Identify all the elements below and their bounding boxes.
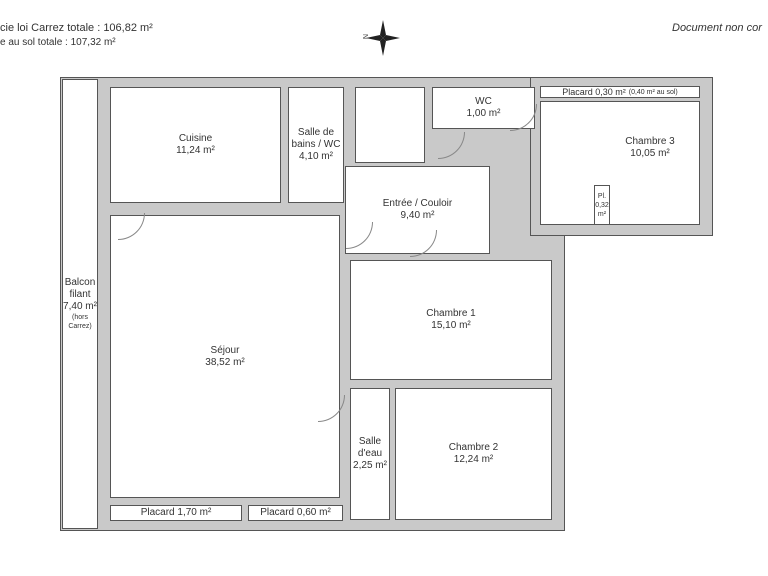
room-area: 4,10 m² <box>299 151 333 162</box>
room-name: Salle d'eau <box>357 436 383 459</box>
room-name: Placard 1,70 m² <box>140 507 212 518</box>
room-note: (0,40 m² au sol) <box>628 88 678 96</box>
room-placard-3: Placard 0,30 m²(0,40 m² au sol) <box>540 86 700 98</box>
room-name: Entrée / Couloir <box>382 198 453 209</box>
room-name: Séjour <box>210 344 240 356</box>
room-area: 7,40 m² <box>63 301 97 312</box>
room-note: (hors Carrez) <box>68 314 92 330</box>
room-area: 11,24 m² <box>176 145 215 156</box>
room-area: 15,10 m² <box>431 320 471 331</box>
room-area: 10,05 m² <box>630 148 670 159</box>
room-placard-pl: Pl.0,32 m² <box>594 185 610 225</box>
room-name: Chambre 3 <box>625 136 675 147</box>
room-area: 1,00 m² <box>466 108 501 119</box>
room-name: Placard 0,60 m² <box>260 507 331 518</box>
room-name: Salle de bains / WC <box>291 127 341 150</box>
room-storage <box>355 87 425 163</box>
compass-rose-icon: N <box>358 18 408 58</box>
room-name: Pl. <box>597 192 607 200</box>
room-area: 2,25 m² <box>353 460 387 471</box>
room-area: 0,32 m² <box>595 201 609 218</box>
floor-area-total: e au sol totale : 107,32 m² <box>0 37 116 48</box>
room-name: Cuisine <box>178 133 213 144</box>
room-placard-2: Placard 0,60 m² <box>248 505 343 521</box>
room-name: Balcon filant <box>64 277 96 300</box>
room-name: Chambre 2 <box>448 442 499 453</box>
room-name: WC <box>475 96 492 107</box>
room-name: Chambre 1 <box>426 308 476 319</box>
disclaimer: Document non cor <box>672 22 762 34</box>
carrez-total: cie loi Carrez totale : 106,82 m² <box>0 22 153 34</box>
compass-label: N <box>361 33 369 40</box>
room-name: Placard 0,30 m² <box>562 87 626 97</box>
room-balcon: Balcon filant 7,40 m² (hors Carrez) <box>62 79 98 529</box>
room-area: 9,40 m² <box>400 210 435 221</box>
room-area: 38,52 m² <box>205 356 245 368</box>
room-placard-1: Placard 1,70 m² <box>110 505 242 521</box>
room-area: 12,24 m² <box>453 454 494 465</box>
